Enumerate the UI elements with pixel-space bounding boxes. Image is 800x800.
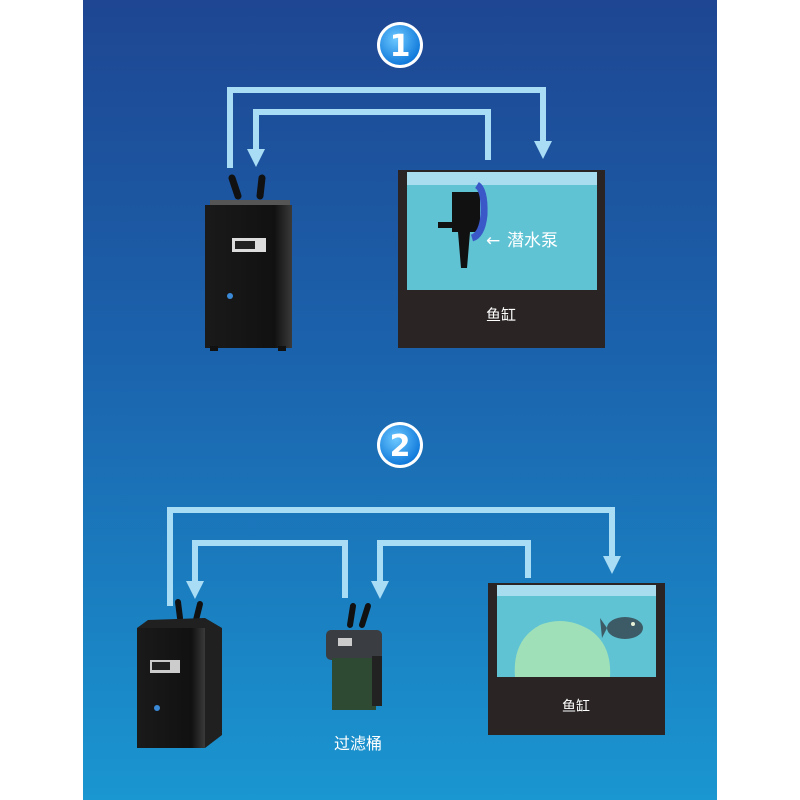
aquarium-tank-2: 鱼缸: [488, 583, 665, 735]
tank-to-filter-arrow: [371, 540, 531, 599]
submersible-pump: [438, 182, 488, 268]
step-badge-1: 1: [377, 22, 423, 68]
aquarium-tank-1: ← 潜水泵 鱼缸: [398, 170, 605, 348]
tank-label: 鱼缸: [486, 306, 516, 324]
chiller-unit: [137, 599, 222, 748]
coral: [514, 621, 611, 677]
tank-label: 鱼缸: [562, 698, 590, 715]
chiller-unit: [205, 174, 292, 351]
diagram-2: 2 过滤桶: [137, 422, 665, 753]
tank-return-arrow: [167, 507, 621, 606]
return-pipe-arrow: [227, 87, 552, 168]
canister-filter: [326, 603, 382, 710]
badge-number: 1: [390, 29, 411, 64]
fish-icon: [600, 617, 643, 639]
step-badge-2: 2: [377, 422, 423, 468]
diagram-canvas: 1 ← 潜水泵 鱼缸: [83, 0, 717, 800]
diagram-1: 1 ← 潜水泵 鱼缸: [205, 22, 605, 351]
filter-to-chiller-arrow: [186, 540, 348, 599]
supply-pipe-arrow: [247, 109, 491, 167]
badge-number: 2: [390, 429, 411, 464]
pump-label: 潜水泵: [507, 231, 558, 251]
pump-arrow-icon: ←: [486, 231, 500, 251]
filter-label: 过滤桶: [334, 734, 382, 753]
